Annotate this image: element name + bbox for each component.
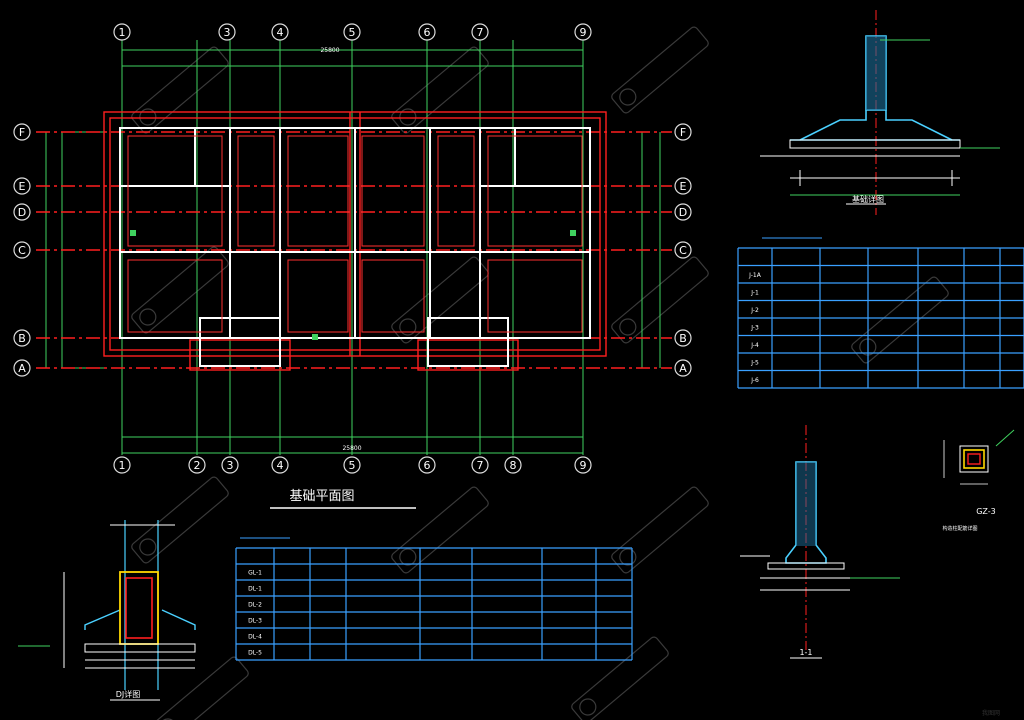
footing-table-row-label: J-1 (750, 289, 759, 296)
axis-bubble-left-A-label: A (18, 362, 26, 375)
axis-bubble-bottom-1-label: 1 (119, 459, 126, 472)
axis-bubble-top-5-label: 5 (349, 26, 356, 39)
axis-bubble-left-C: C (13, 241, 31, 259)
beam-table-row-label: DL-4 (248, 633, 262, 640)
axis-bubble-right-B-label: B (679, 332, 687, 345)
axis-bubble-top-9-label: 9 (580, 26, 587, 39)
axis-bubble-bottom-8: 8 (504, 456, 522, 474)
axis-bubble-bottom-6-label: 6 (424, 459, 431, 472)
axis-bubble-right-C: C (674, 241, 692, 259)
axis-bubble-right-C-label: C (679, 244, 687, 257)
footing-detail-title: 基础详图 (852, 194, 884, 204)
axis-bubble-bottom-7-label: 7 (477, 459, 484, 472)
footing-table-row-label: J-2 (750, 307, 759, 314)
beam-table-row-label: DL-1 (248, 585, 262, 592)
axis-bubble-bottom-2-label: 2 (194, 459, 201, 472)
axis-bubble-left-E-label: E (19, 180, 26, 193)
section-label: 1-1 (799, 648, 812, 657)
watermark-text: 我图网 (982, 709, 1000, 717)
axis-bubble-left-A: A (13, 359, 31, 377)
footing-table: J-1A J-1J-2J-3J-4J-5J-6 (737, 237, 1024, 389)
axis-bubble-bottom-1: 1 (113, 456, 131, 474)
axis-bubble-top-7-label: 7 (477, 26, 484, 39)
footing-table-row-label: J-6 (750, 377, 759, 384)
axis-bubble-right-D: D (674, 203, 692, 221)
axis-bubble-bottom-6: 6 (418, 456, 436, 474)
axis-bubble-right-B: B (674, 329, 692, 347)
axis-bubble-left-F: F (13, 123, 31, 141)
axis-bubble-bottom-5-label: 5 (349, 459, 356, 472)
beam-table-row-label: DL-3 (248, 617, 262, 624)
axis-bubble-bottom-4-label: 4 (277, 459, 284, 472)
footing-table-row-label: J-3 (750, 324, 759, 331)
axis-bubble-bottom-3-label: 3 (227, 459, 234, 472)
axis-bubble-right-A: A (674, 359, 692, 377)
axis-bubble-top-4: 4 (271, 23, 289, 41)
axis-bubble-top-3-label: 3 (224, 26, 231, 39)
section-1-1: 1-1 (740, 425, 900, 659)
axis-bubble-right-A-label: A (679, 362, 687, 375)
axis-bubble-bottom-9-label: 9 (580, 459, 587, 472)
axis-bubble-bottom-2: 2 (188, 456, 206, 474)
axis-bubble-right-F-label: F (680, 126, 686, 139)
axis-bubble-right-D-label: D (679, 206, 687, 219)
axis-bubble-right-E-label: E (680, 180, 687, 193)
beam-table: GL-1DL-1DL-2DL-3DL-4DL-5 (235, 537, 633, 661)
axis-bubble-left-E: E (13, 177, 31, 195)
axis-bubble-left-D-label: D (18, 206, 26, 219)
axis-bubble-bottom-7: 7 (471, 456, 489, 474)
dj-detail: DJ详图 (18, 520, 196, 701)
gz3-detail: GZ-3 构造柱配筋详图 (942, 429, 1015, 532)
plan-title: 基础平面图 (289, 489, 354, 504)
axis-bubble-bottom-3: 3 (221, 456, 239, 474)
axis-bubble-left-B-label: B (18, 332, 26, 345)
axis-bubble-top-9: 9 (574, 23, 592, 41)
axis-bubble-bottom-8-label: 8 (510, 459, 517, 472)
axis-bubble-left-C-label: C (18, 244, 26, 257)
footing-table-row-label: J-4 (750, 342, 759, 349)
axis-bubble-top-1-label: 1 (119, 26, 126, 39)
dj-detail-title: DJ详图 (116, 689, 141, 699)
axis-bubble-top-7: 7 (471, 23, 489, 41)
gz3-label: GZ-3 (976, 507, 996, 516)
axis-bubble-bottom-9: 9 (574, 456, 592, 474)
axis-bubble-left-B: B (13, 329, 31, 347)
axis-bubble-right-E: E (674, 177, 692, 195)
beam-table-row-label: GL-1 (248, 569, 262, 576)
overall-dim-top: 25800 (320, 47, 339, 54)
axis-bubble-bottom-4: 4 (271, 456, 289, 474)
axis-bubble-top-1: 1 (113, 23, 131, 41)
axis-bubble-top-6: 6 (418, 23, 436, 41)
beam-table-row-label: DL-2 (248, 601, 262, 608)
axis-bubble-top-3: 3 (218, 23, 236, 41)
axis-bubble-top-5: 5 (343, 23, 361, 41)
axis-bubble-top-6-label: 6 (424, 26, 431, 39)
axis-bubble-left-D: D (13, 203, 31, 221)
footing-section-detail: 基础详图 (760, 10, 1000, 215)
gz3-caption: 构造柱配筋详图 (942, 525, 977, 532)
beam-table-row-label: DL-5 (248, 649, 262, 656)
watermark-layer (131, 26, 949, 720)
axis-bubble-top-4-label: 4 (277, 26, 284, 39)
axis-bubble-left-F-label: F (19, 126, 25, 139)
axis-bubble-right-F: F (674, 123, 692, 141)
overall-dim-bottom: 25800 (342, 445, 361, 452)
footing-table-row-label: J-5 (750, 359, 759, 366)
axis-bubble-bottom-5: 5 (343, 456, 361, 474)
footing-table-row-label: J-1A (748, 272, 762, 279)
